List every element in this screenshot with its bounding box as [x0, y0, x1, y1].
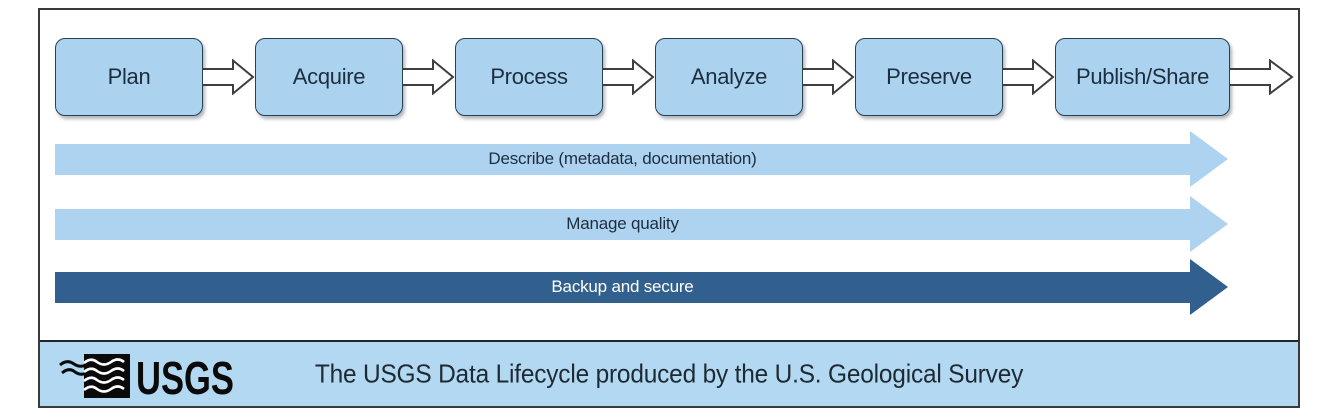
- cross-arrow-manage-quality: Manage quality: [55, 196, 1228, 252]
- stage-label: Preserve: [886, 64, 972, 89]
- flow-arrow-icon: [603, 59, 655, 95]
- stage-label: Plan: [107, 64, 151, 89]
- stage-box-analyze: Analyze: [655, 38, 803, 116]
- stage-label: Publish/Share: [1075, 64, 1210, 89]
- footer-caption: The USGS Data Lifecycle produced by the …: [314, 358, 1024, 389]
- stage-box-preserve: Preserve: [855, 38, 1003, 116]
- stage-label: Analyze: [690, 64, 768, 89]
- stage-box-plan: Plan: [55, 38, 203, 116]
- footer-band: USGS The USGS Data Lifecycle produced by…: [40, 340, 1298, 406]
- usgs-logo: USGS: [59, 353, 234, 399]
- cross-arrow-backup-secure: Backup and secure: [55, 259, 1228, 315]
- cross-arrow-describe: Describe (metadata, documentation): [55, 131, 1228, 187]
- cross-arrow-label: Backup and secure: [55, 271, 1190, 303]
- flow-arrow-icon: [803, 59, 855, 95]
- cross-arrow-label: Manage quality: [55, 208, 1190, 240]
- stage-box-acquire: Acquire: [255, 38, 403, 116]
- stage-label: Process: [490, 64, 568, 89]
- flow-arrow-icon: [403, 59, 455, 95]
- flow-arrow-exit-icon: [1230, 59, 1294, 95]
- stage-label: Acquire: [292, 64, 366, 89]
- arrowhead-icon: [1190, 259, 1228, 315]
- flow-arrow-icon: [203, 59, 255, 95]
- usgs-wordmark: USGS: [136, 353, 234, 399]
- stage-box-process: Process: [455, 38, 603, 116]
- diagram-frame: Plan Acquire Process Analyze Preserve Pu…: [38, 8, 1300, 408]
- cross-arrow-label: Describe (metadata, documentation): [55, 143, 1190, 175]
- arrowhead-icon: [1190, 196, 1228, 252]
- arrowhead-icon: [1190, 131, 1228, 187]
- flow-arrow-icon: [1003, 59, 1055, 95]
- stage-box-publish-share: Publish/Share: [1055, 38, 1230, 116]
